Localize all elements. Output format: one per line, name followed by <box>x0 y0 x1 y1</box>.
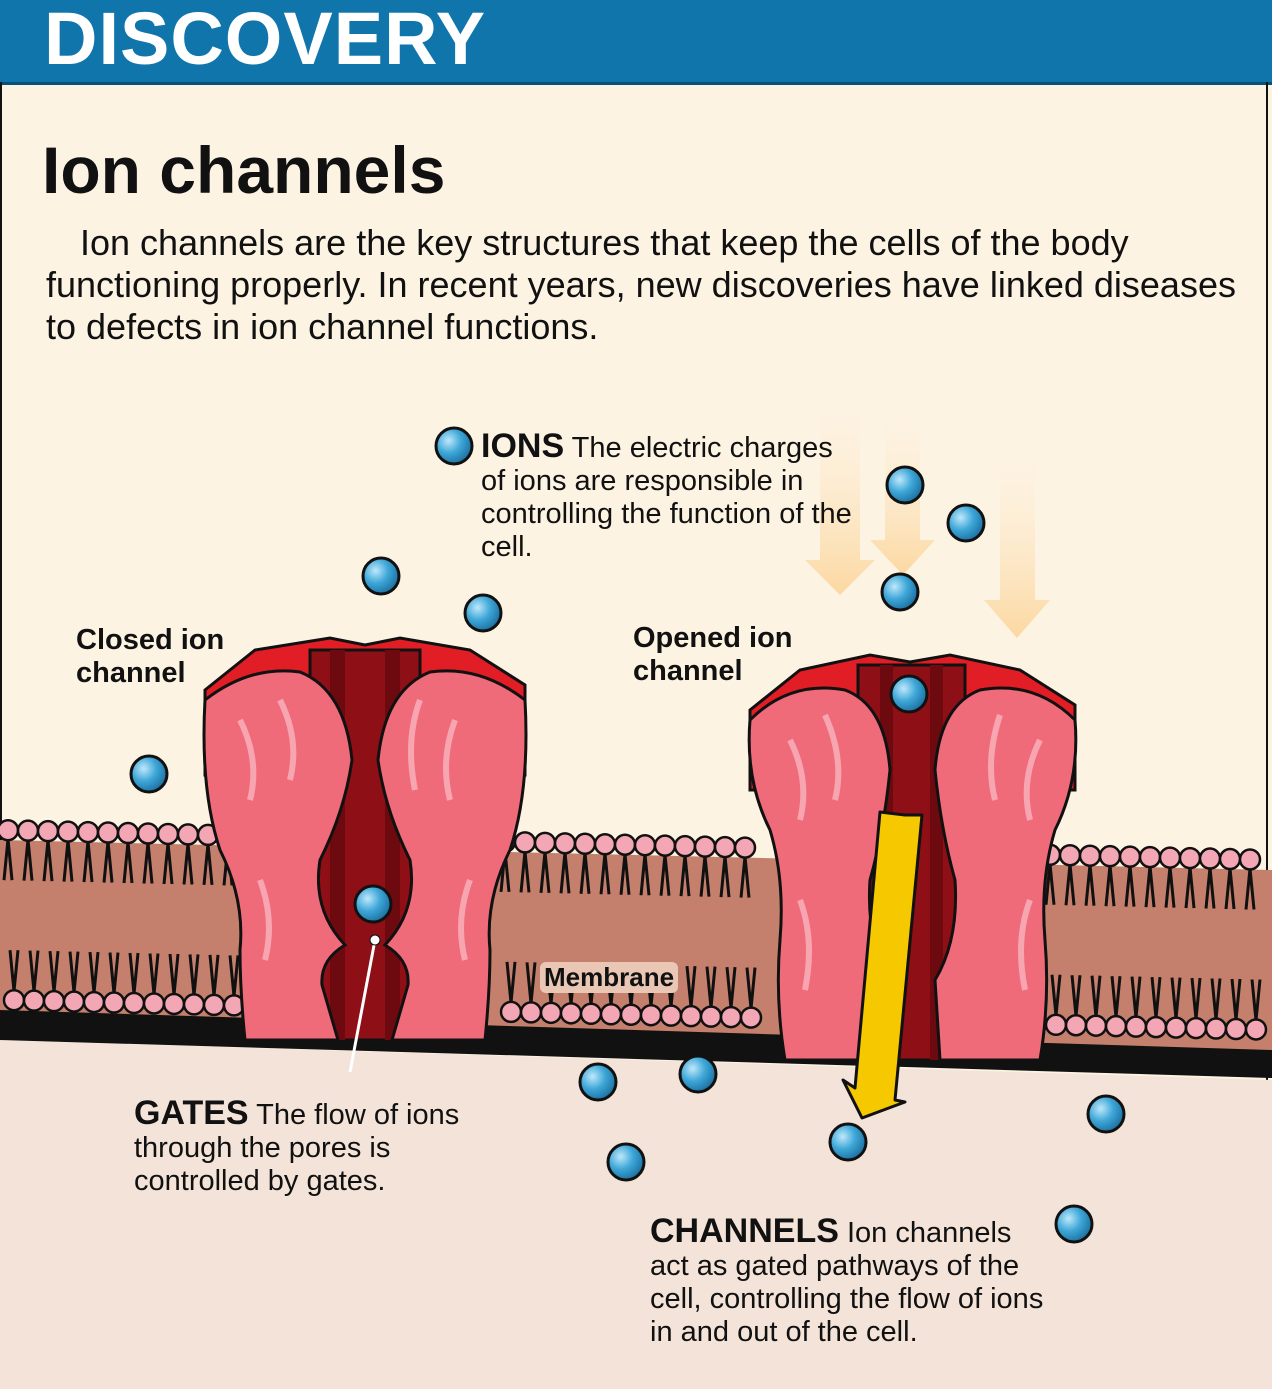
banner-title: DISCOVERY <box>44 0 487 80</box>
ion-icon <box>889 674 929 714</box>
ion-icon <box>946 503 986 543</box>
ion-icon <box>678 1054 718 1094</box>
gates-caption: GATES The flow of ions through the pores… <box>134 1094 504 1198</box>
opened-ion-channel <box>747 653 1078 1062</box>
ion-flow-faded-arrows <box>805 410 1050 638</box>
ion-icon <box>880 572 920 612</box>
ion-icon <box>353 884 393 924</box>
page-title: Ion channels <box>42 133 446 207</box>
ion-icon <box>606 1142 646 1182</box>
channels-heading: CHANNELS <box>650 1212 839 1250</box>
gates-heading: GATES <box>134 1094 249 1132</box>
ion-icon <box>434 426 474 466</box>
ion-icon <box>1086 1094 1126 1134</box>
discovery-banner: DISCOVERY <box>0 0 1272 85</box>
ions-text: The electric charges of ions are respons… <box>481 432 852 563</box>
closed-channel-label: Closed ion channel <box>76 624 266 690</box>
page-frame <box>0 82 1268 1389</box>
ion-icon <box>828 1122 868 1162</box>
closed-ion-channel <box>202 636 528 1042</box>
ion-icon <box>885 465 925 505</box>
channels-text: Ion channels act as gated pathways of th… <box>650 1217 1044 1348</box>
ion-icon <box>1054 1204 1094 1244</box>
gates-text: The flow of ions through the pores is co… <box>134 1099 460 1197</box>
ions-caption: IONS The electric charges of ions are re… <box>481 427 861 564</box>
ion-icon <box>463 593 503 633</box>
ion-icon <box>129 754 169 794</box>
ion-icon <box>361 556 401 596</box>
ion-icon <box>578 1062 618 1102</box>
membrane-label: Membrane <box>540 962 679 993</box>
ions-heading: IONS <box>481 427 565 465</box>
intro-paragraph: Ion channels are the key structures that… <box>46 222 1236 347</box>
channels-caption: CHANNELS Ion channels act as gated pathw… <box>650 1212 1050 1349</box>
closed-channel-text: Closed ion channel <box>76 624 225 689</box>
ions-group <box>129 426 1126 1244</box>
opened-channel-label: Opened ion channel <box>633 622 833 688</box>
ion-flow-arrow <box>841 810 924 1120</box>
cell-membrane <box>0 818 1272 1078</box>
cytoplasm-region <box>0 1040 1272 1389</box>
gates-pointer <box>348 934 381 1073</box>
opened-channel-text: Opened ion channel <box>633 622 793 687</box>
